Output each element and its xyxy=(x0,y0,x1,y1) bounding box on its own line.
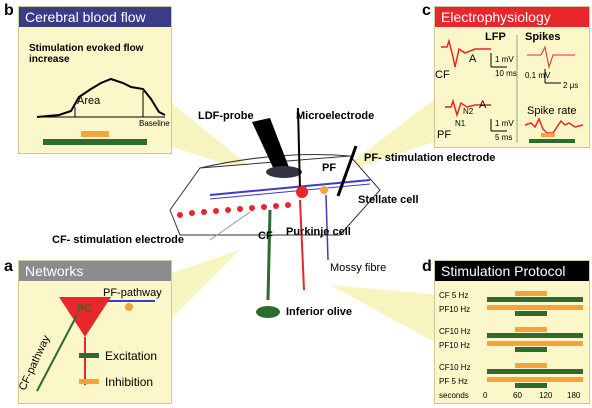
lfp-mv-top: 1 mV xyxy=(495,55,514,64)
area-label: Area xyxy=(77,95,101,107)
lfp-ms-bot: 5 ms xyxy=(495,133,513,142)
inferior-olive-label: Inferior olive xyxy=(286,306,353,318)
panel-letter-d: d xyxy=(422,258,432,275)
excitation-bar-d xyxy=(515,311,547,316)
lfp-n1: N1 xyxy=(455,119,466,128)
legend-excitation: Excitation xyxy=(105,349,158,363)
protocol-row-label: PF10 Hz xyxy=(439,305,471,314)
lfp-n2: N2 xyxy=(463,107,474,116)
stellate-cell-label: Stellate cell xyxy=(358,194,419,206)
spike-rate-label: Spike rate xyxy=(527,105,577,117)
blood-flow-trace xyxy=(36,77,166,145)
lfp-cf: CF xyxy=(435,69,450,81)
protocol-row-label: CF10 Hz xyxy=(439,363,471,372)
protocol-row-label: CF 5 Hz xyxy=(439,291,469,300)
protocol-bars xyxy=(487,291,583,388)
excitation-bar-c xyxy=(529,139,575,143)
lfp-spike-traces xyxy=(441,35,584,143)
tick-label: 0 xyxy=(483,391,488,400)
inhibition-bar-d xyxy=(515,291,547,296)
pf-stim-electrode-label: PF- stimulation electrode xyxy=(364,152,496,164)
excitation-bar-d xyxy=(515,347,547,352)
panel-networks: Networks PF-pathway PC CF-pathway Excita… xyxy=(17,260,172,404)
mossy-fibre-label: Mossy fibre xyxy=(330,262,387,274)
inhibition-bar-d xyxy=(487,341,583,346)
tick-label: 120 xyxy=(539,391,553,400)
inhibition-bar-d xyxy=(515,363,547,368)
panel-letter-c: c xyxy=(422,2,431,19)
electrophysiology-title: Electrophysiology xyxy=(435,7,589,27)
pc-label: PC xyxy=(77,303,93,315)
protocol-row-label: CF10 Hz xyxy=(439,327,471,336)
excitation-bar-d xyxy=(487,333,583,338)
panel-blood-flow: Cerebral blood flow Stimulation evoked f… xyxy=(18,6,172,154)
excitation-bar-d xyxy=(515,383,547,388)
excitation-bar-d xyxy=(487,369,583,374)
inhibition-bar-d xyxy=(515,327,547,332)
spikes-label: Spikes xyxy=(525,31,561,43)
inhibition-bar-b xyxy=(81,131,109,137)
legend-excitation-swatch xyxy=(79,353,99,358)
lfp-ms-top: 10 ms xyxy=(495,69,517,78)
protocol-title: Stimulation Protocol xyxy=(435,261,589,281)
microelectrode-label: Microelectrode xyxy=(296,110,375,122)
blood-flow-caption: Stimulation evoked flow increase xyxy=(29,43,144,65)
inhibition-bar-c xyxy=(541,133,555,137)
lfp-a-top: A xyxy=(469,53,477,65)
baseline-label: Baseline xyxy=(139,119,170,128)
purkinje-cell-label: Purkinje cell xyxy=(286,226,351,238)
lfp-label: LFP xyxy=(485,31,506,43)
blood-flow-title: Cerebral blood flow xyxy=(19,7,171,27)
networks-title: Networks xyxy=(19,261,171,281)
pf-pathway-label: PF-pathway xyxy=(103,287,162,299)
lfp-pf: PF xyxy=(437,129,452,141)
inhibition-bar-d xyxy=(487,305,583,310)
ldf-probe-label: LDF-probe xyxy=(198,110,254,122)
panel-letter-b: b xyxy=(4,2,14,19)
legend-inhibition: Inhibition xyxy=(105,375,154,389)
lfp-mv-bot: 1 mV xyxy=(495,119,514,128)
lfp-a-bot: A xyxy=(479,99,487,111)
panel-electrophysiology: Electrophysiology LFP Spikes 1 mV 10 ms … xyxy=(434,6,590,148)
excitation-bar-b xyxy=(43,139,147,145)
spike-us: 2 μs xyxy=(563,81,579,90)
network-diagram xyxy=(36,297,155,392)
protocol-row-label: PF 5 Hz xyxy=(439,377,468,386)
inhibition-bar-d xyxy=(487,377,583,382)
cf-stim-electrode-label: CF- stimulation electrode xyxy=(52,234,185,246)
tick-label: 60 xyxy=(513,391,522,400)
panel-letter-a: a xyxy=(4,258,13,275)
legend-inhibition-swatch xyxy=(79,379,99,384)
spike-mv: 0.1 mV xyxy=(525,71,551,80)
excitation-bar-d xyxy=(487,297,583,302)
seconds-label: seconds xyxy=(439,391,469,400)
protocol-row-label: PF10 Hz xyxy=(439,341,471,350)
pf-label: PF xyxy=(322,162,337,174)
panel-stimulation-protocol: Stimulation Protocol CF 5 Hz PF10 Hz CF1… xyxy=(434,260,590,404)
cf-label: CF xyxy=(258,230,273,242)
tick-label: 180 xyxy=(567,391,581,400)
